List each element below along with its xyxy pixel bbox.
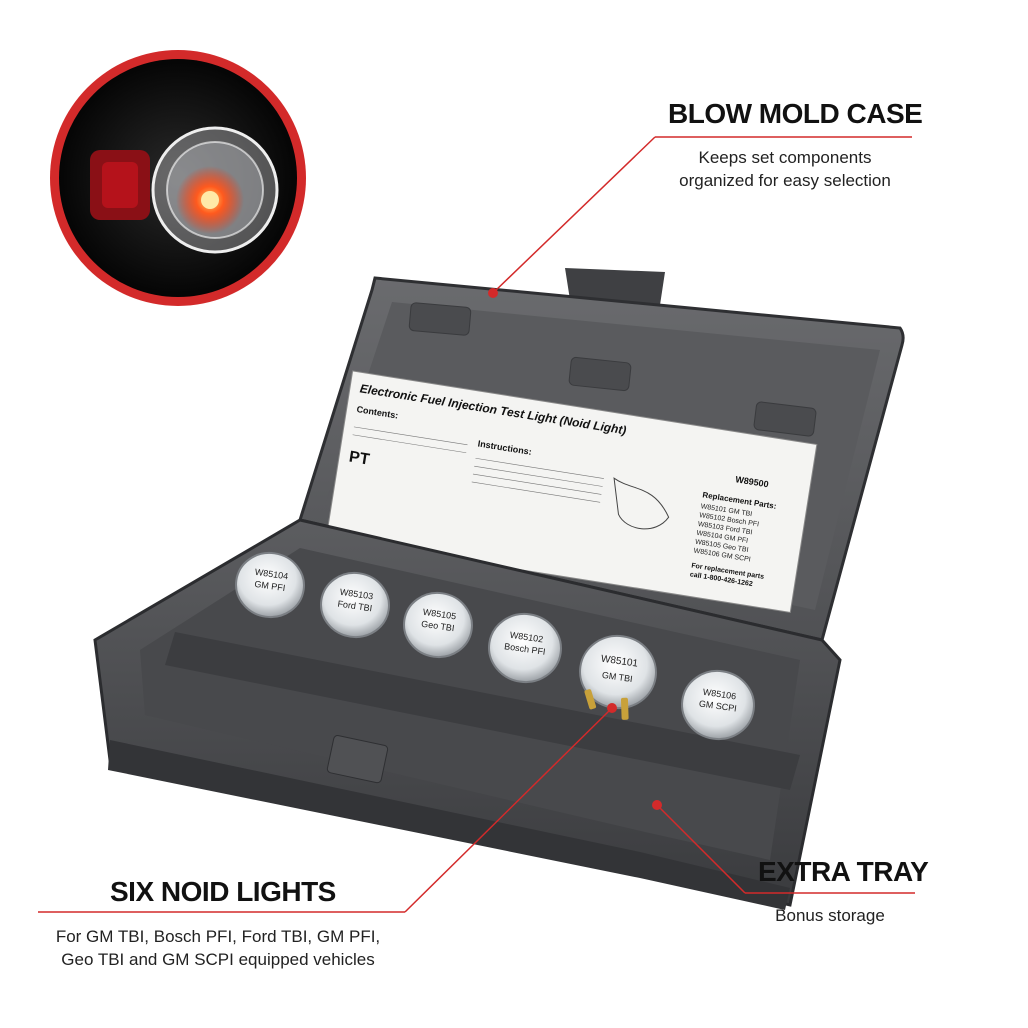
label-brand-logo: PT xyxy=(348,449,371,469)
noid-light: W85102 Bosch PFI xyxy=(488,612,562,684)
callout-title-extra-tray: EXTRA TRAY xyxy=(758,856,929,887)
latch xyxy=(326,735,389,784)
noid-lights: W85104 GM PFI W85103 Ford TBI W85105 Geo… xyxy=(235,551,755,741)
brass-pin-icon xyxy=(620,697,629,720)
noid-code: W85104 xyxy=(254,567,289,582)
callout-desc-line: Keeps set components xyxy=(698,148,872,167)
extra-tray xyxy=(165,632,800,790)
noid-light: W85103 Ford TBI xyxy=(320,571,390,639)
noid-name: GM PFI xyxy=(254,579,286,593)
instruction-label: Electronic Fuel Injection Test Light (No… xyxy=(325,370,818,613)
callout-desc-line: organized for easy selection xyxy=(679,171,891,190)
callout-dot xyxy=(607,703,617,713)
noid-code: W85101 xyxy=(600,654,639,670)
noid-code: W85103 xyxy=(339,587,374,602)
callout-title-blow-mold: BLOW MOLD CASE xyxy=(668,98,923,129)
callout-desc-six-noid: For GM TBI, Bosch PFI, Ford TBI, GM PFI,… xyxy=(28,925,408,971)
inset-closeup xyxy=(50,50,306,306)
noid-code: W85106 xyxy=(702,687,737,702)
noid-code: W85102 xyxy=(509,630,544,645)
noid-light: W85104 GM PFI xyxy=(235,551,305,619)
callout-desc-line: Bonus storage xyxy=(775,906,885,925)
callout-desc-blow-mold: Keeps set components organized for easy … xyxy=(660,146,910,192)
noid-name: Ford TBI xyxy=(337,599,373,614)
callout-desc-line: For GM TBI, Bosch PFI, Ford TBI, GM PFI, xyxy=(55,927,381,946)
noid-light: W85106 GM SCPI xyxy=(681,669,755,741)
callout-desc-line: Geo TBI and GM SCPI equipped vehicles xyxy=(61,950,375,969)
callout-desc-extra-tray: Bonus storage xyxy=(740,904,920,927)
noid-light: W85101 GM TBI xyxy=(579,634,657,720)
noid-name: Geo TBI xyxy=(421,619,455,634)
brass-pin-icon xyxy=(584,689,597,710)
noid-code: W85105 xyxy=(422,607,457,622)
noid-light: W85105 Geo TBI xyxy=(403,591,473,659)
callout-dot xyxy=(488,288,498,298)
noid-name: GM TBI xyxy=(601,670,633,684)
callout-leaders xyxy=(38,136,915,913)
callout-dot xyxy=(652,800,662,810)
injector-diagram-icon xyxy=(613,477,670,530)
callout-title-six-noid: SIX NOID LIGHTS xyxy=(110,876,336,907)
